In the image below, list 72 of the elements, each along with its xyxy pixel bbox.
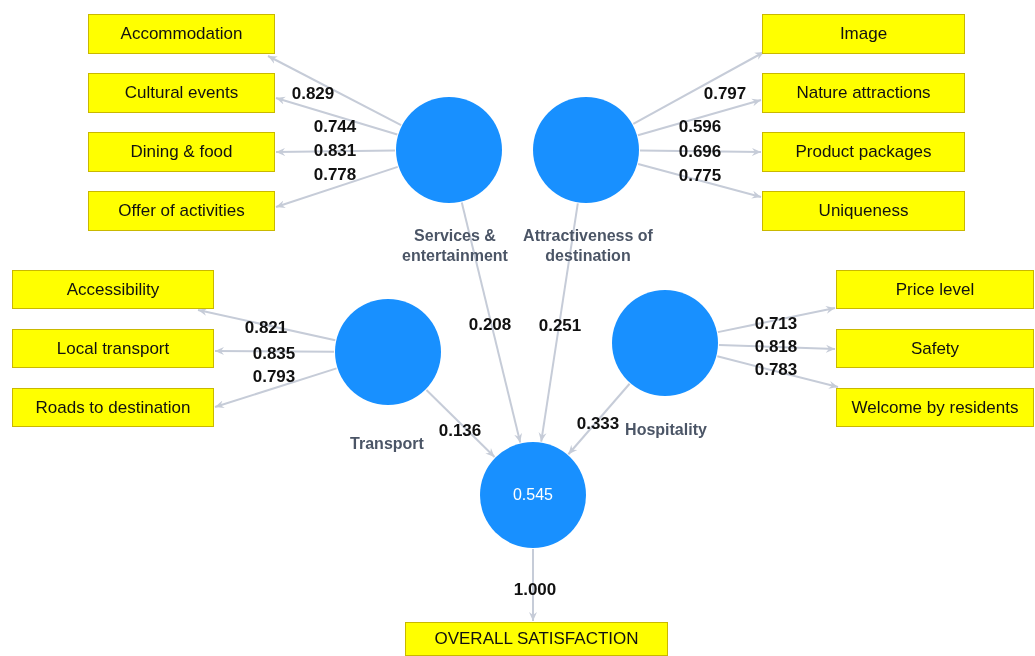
path-coefficient: 0.829 <box>291 85 335 103</box>
path-coefficient: 0.596 <box>678 118 722 136</box>
arrow <box>637 163 762 199</box>
indicator-name: Local transport <box>56 337 170 360</box>
path-coefficient: 0.251 <box>538 317 582 335</box>
indicator-name: Image <box>839 23 888 46</box>
path-coefficient: 0.775 <box>678 167 722 185</box>
indicator-name: Accessibility <box>66 278 160 301</box>
indicator-box <box>836 270 1034 309</box>
arrow <box>716 305 836 334</box>
arrow <box>716 355 839 389</box>
indicator-name: Price level <box>895 278 975 301</box>
path-coefficient: 0.797 <box>703 85 747 103</box>
indicator-name: Safety <box>910 337 960 360</box>
indicator-box <box>12 270 214 309</box>
path-coefficient: 0.778 <box>313 166 357 184</box>
arrow <box>717 343 836 353</box>
indicator-box <box>762 191 965 231</box>
path-coefficient: 0.783 <box>754 361 798 379</box>
path-coefficient: 0.713 <box>754 315 798 333</box>
path-coefficient: 0.818 <box>754 338 798 356</box>
arrow <box>567 382 631 456</box>
indicator-name: Roads to destination <box>35 396 191 419</box>
indicator-box <box>405 622 668 656</box>
path-coefficient: 0.831 <box>313 142 357 160</box>
arrow <box>275 165 399 208</box>
path-coefficient: 0.821 <box>244 319 288 337</box>
arrow <box>636 98 762 137</box>
path-coefficient: 1.000 <box>513 581 557 599</box>
indicator-name: Nature attractions <box>796 82 931 105</box>
indicator-name: Welcome by residents <box>851 396 1019 419</box>
path-coefficient: 0.136 <box>438 422 482 440</box>
indicator-name: OVERALL SATISFACTION <box>434 628 639 651</box>
arrow <box>639 147 762 156</box>
indicator-name: Product packages <box>795 141 932 164</box>
construct-name: Transport <box>349 434 425 454</box>
indicator-box <box>88 14 275 54</box>
indicator-name: Dining & food <box>130 141 233 164</box>
path-coefficient: 0.744 <box>313 118 357 136</box>
r-squared-value: 0.545 <box>512 485 553 505</box>
indicator-name: Offer of activities <box>118 200 245 223</box>
arrow <box>632 51 765 125</box>
indicator-box <box>12 329 214 368</box>
construct-name: Attractiveness of destination <box>522 226 654 266</box>
indicator-box <box>762 132 965 172</box>
indicator-name: Accommodation <box>120 23 243 46</box>
arrow <box>538 202 579 443</box>
indicator-box <box>88 73 275 113</box>
path-coefficient: 0.835 <box>252 345 296 363</box>
indicator-box <box>762 73 965 113</box>
construct-name: Services & entertainment <box>401 226 509 266</box>
arrow <box>197 308 337 342</box>
arrow <box>275 147 396 156</box>
indicator-box <box>88 132 275 172</box>
arrow <box>275 96 399 136</box>
arrow <box>214 347 335 356</box>
arrow <box>425 388 496 459</box>
path-coefficient: 0.333 <box>576 415 620 433</box>
indicator-box <box>762 14 965 54</box>
path-coefficient: 0.696 <box>678 143 722 161</box>
indicator-box <box>88 191 275 231</box>
arrow <box>214 367 338 409</box>
indicator-name: Uniqueness <box>818 200 909 223</box>
arrow <box>529 548 537 622</box>
arrow <box>267 55 403 127</box>
path-coefficient: 0.208 <box>468 316 512 334</box>
arrow <box>460 201 522 444</box>
indicator-box <box>836 329 1034 368</box>
indicator-box <box>12 388 214 427</box>
indicator-name: Cultural events <box>124 82 239 105</box>
path-coefficient: 0.793 <box>252 368 296 386</box>
indicator-box <box>836 388 1034 427</box>
